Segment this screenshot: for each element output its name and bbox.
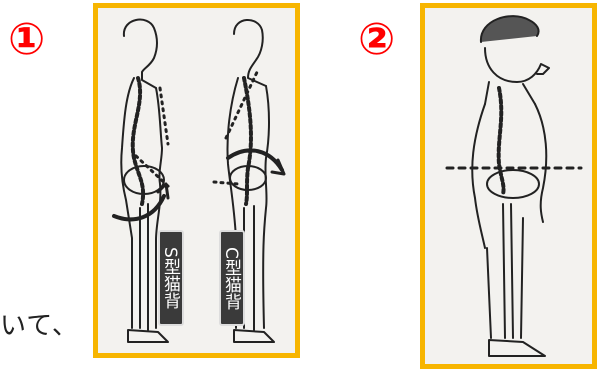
- posture-illustration-1: S型猫背 C型猫背: [93, 3, 300, 358]
- posture-drawing-2: [425, 8, 592, 364]
- number-1-label: ①: [8, 18, 45, 62]
- s-type-tag: S型猫背: [158, 230, 184, 326]
- number-2-label: ②: [358, 18, 395, 62]
- posture-illustration-2: [420, 3, 597, 369]
- c-type-tag: C型猫背: [219, 230, 245, 326]
- posture-drawings-1: [98, 8, 295, 353]
- side-text: いて、: [0, 305, 79, 342]
